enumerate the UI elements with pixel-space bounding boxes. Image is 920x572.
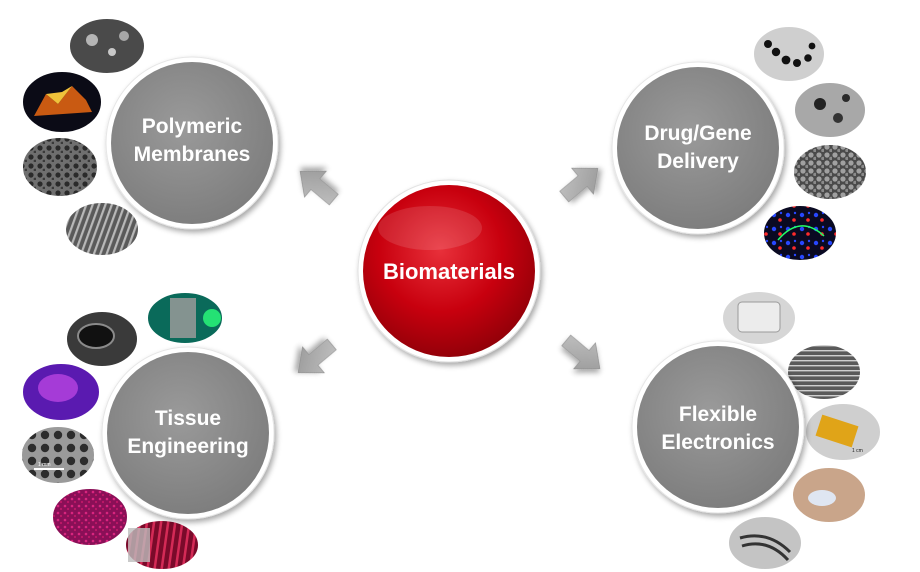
particle-sem-image	[792, 143, 868, 201]
membranes-circle	[111, 62, 273, 224]
electronics-images: 1 cm	[721, 290, 882, 571]
device-sem-image	[786, 343, 862, 401]
center-node: Biomaterials	[357, 179, 541, 363]
arrow-to-electronics	[561, 334, 601, 370]
fluorescence-cells-image	[762, 204, 838, 262]
membrane-cross-section-image	[64, 201, 140, 257]
printed-circuit-image	[727, 515, 803, 571]
tissue-label-line2: Engineering	[127, 435, 248, 458]
tissue-images: 1 mm	[20, 291, 224, 571]
electronics-circle	[637, 346, 799, 508]
center-label: Biomaterials	[383, 259, 515, 284]
nanoparticle-chain-image	[752, 25, 826, 83]
arrow-to-drug-delivery	[559, 167, 599, 203]
tissue-node: Tissue Engineering	[101, 346, 275, 520]
membranes-label-line2: Membranes	[134, 143, 251, 166]
scale-label-1cm: 1 cm	[852, 448, 863, 454]
drug-node: Drug/Gene Delivery	[611, 61, 785, 235]
tissue-circle	[107, 352, 269, 514]
drug-circle	[617, 67, 779, 229]
arrow-to-tissue	[297, 338, 337, 374]
magenta-tissue-image	[51, 487, 129, 547]
porous-membrane-image	[21, 136, 99, 198]
center-circle	[363, 185, 535, 357]
drug-images	[752, 25, 868, 262]
membranes-label-line1: Polymeric	[142, 115, 243, 138]
sem-membrane-top-image	[68, 17, 146, 75]
electronics-node: Flexible Electronics	[631, 340, 805, 514]
electronics-label-line1: Flexible	[679, 403, 757, 426]
electronics-label-line2: Electronics	[661, 431, 774, 454]
drug-label-line1: Drug/Gene	[644, 122, 751, 145]
scale-label-1mm: 1 mm	[38, 462, 51, 468]
drug-label-line2: Delivery	[657, 150, 739, 173]
porous-scaffold-image	[20, 425, 96, 485]
membranes-images	[21, 17, 146, 257]
vesicle-tem-image	[793, 81, 867, 139]
membranes-node: Polymeric Membranes	[105, 56, 279, 230]
arrow-to-membranes	[299, 170, 339, 206]
tissue-label-line1: Tissue	[155, 407, 221, 430]
